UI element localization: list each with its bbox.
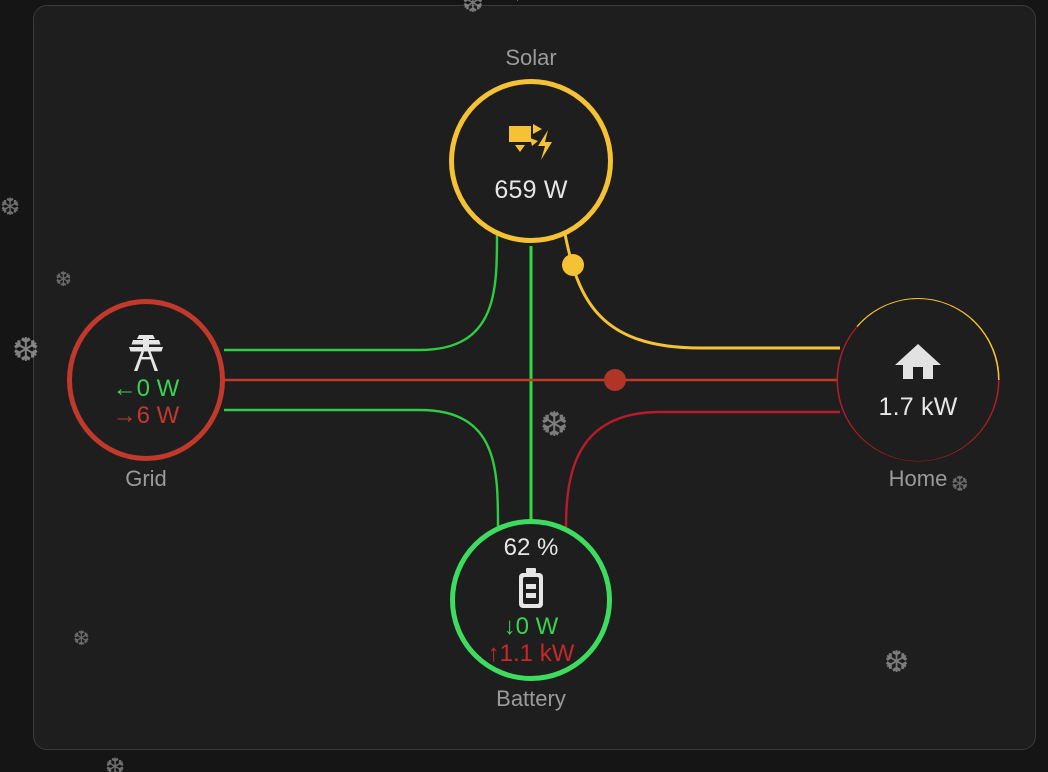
grid-import-arrow: ← — [112, 375, 137, 403]
home-label: Home — [888, 466, 948, 491]
node-home[interactable]: 1.7 kW — [838, 299, 998, 461]
grid-import-row: ←0 W — [112, 375, 180, 403]
battery-discharge-value: 1.1 kW — [499, 639, 575, 667]
grid-export-arrow: → — [112, 402, 137, 429]
battery-discharge-row: ↑1.1 kW — [487, 639, 575, 668]
grid-label: Grid — [125, 466, 167, 491]
solar-value: 659 W — [494, 175, 568, 204]
transmission-tower-icon — [123, 330, 169, 376]
snowflake-icon: ❆ — [540, 406, 569, 444]
snowflake-icon: ❆ — [73, 628, 90, 650]
battery-icon — [514, 566, 548, 610]
snowflake-icon: ❆ — [951, 473, 969, 496]
battery-state-of-charge: 62 % — [503, 534, 559, 561]
battery-label: Battery — [496, 686, 566, 711]
battery-charge-value: 0 W — [515, 613, 559, 640]
solar-label: Solar — [505, 45, 557, 70]
snowflake-icon: ❆ — [55, 269, 72, 291]
grid-import-value: 0 W — [136, 375, 180, 403]
battery-discharge-arrow: ↑ — [487, 639, 500, 667]
battery-flow-values: ↓0 W ↑1.1 kW — [487, 613, 575, 668]
node-solar[interactable]: 659 W — [449, 79, 613, 243]
battery-charge-row: ↓0 W — [503, 613, 559, 641]
snowflake-icon: ❆ — [0, 194, 21, 221]
node-battery[interactable]: 62 % ↓0 W ↑1.1 kW — [450, 519, 612, 681]
snowflake-icon: ❄ — [510, 0, 525, 4]
battery-charge-arrow: ↓ — [503, 613, 516, 640]
snowflake-icon: ❆ — [462, 0, 484, 18]
house-icon — [893, 339, 943, 383]
grid-export-row: →6 W — [112, 402, 180, 430]
snowflake-icon: ❆ — [105, 754, 126, 772]
solar-panel-bolt-icon — [503, 118, 559, 164]
grid-export-value: 6 W — [136, 402, 180, 429]
node-grid[interactable]: ←0 W →6 W — [67, 299, 225, 461]
grid-flow-values: ←0 W →6 W — [112, 375, 180, 430]
snowflake-icon: ❆ — [12, 331, 40, 368]
home-value: 1.7 kW — [878, 392, 958, 421]
snowflake-icon: ❆ — [884, 646, 910, 679]
